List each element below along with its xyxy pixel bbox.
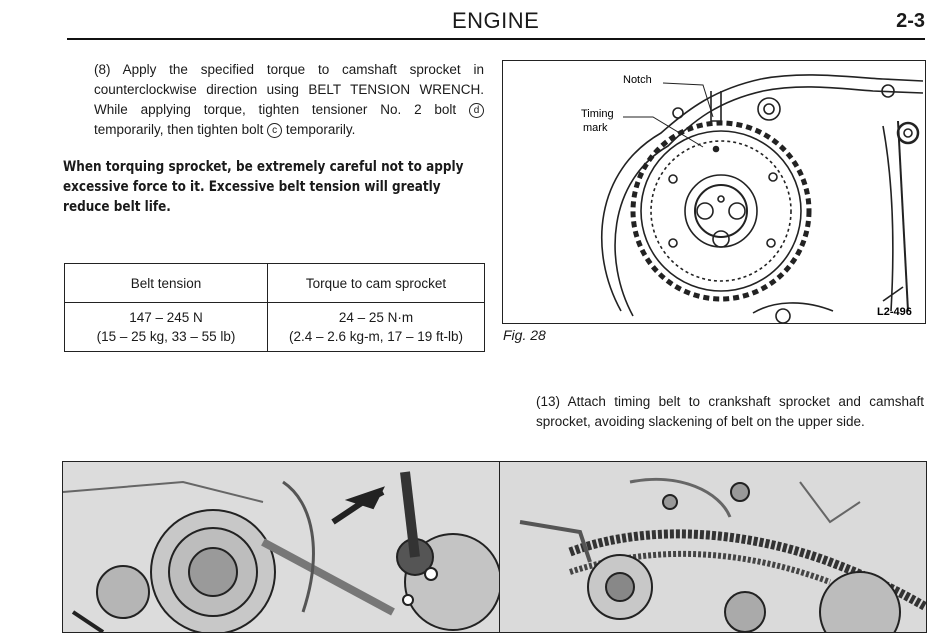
torque-imperial: (2.4 – 2.6 kg-m, 17 – 19 ft-lb)	[288, 329, 464, 344]
header-belt-tension: Belt tension	[64, 263, 268, 303]
belt-tension-imperial: (15 – 25 kg, 33 – 55 lb)	[96, 329, 236, 344]
timing-mark-label-line2: mark	[583, 122, 608, 134]
page-number: 2-3	[896, 10, 925, 32]
cell-torque: 24 – 25 N·m (2.4 – 2.6 kg-m, 17 – 19 ft-…	[267, 302, 485, 352]
step-8-text-a: (8) Apply the specified torque to camsha…	[94, 62, 484, 117]
header-rule	[67, 38, 925, 40]
photo-torque-wrench-on-sprocket	[62, 461, 514, 633]
caution-paragraph: When torquing sprocket, be extremely car…	[63, 159, 464, 215]
photo-attach-timing-belt	[499, 461, 927, 633]
spec-table: Belt tension Torque to cam sprocket 147 …	[64, 263, 485, 352]
step-13-paragraph: (13) Attach timing belt to crankshaft sp…	[536, 394, 924, 429]
spec-table-header-row: Belt tension Torque to cam sprocket	[64, 263, 485, 303]
table-row: 147 – 245 N (15 – 25 kg, 33 – 55 lb) 24 …	[64, 302, 485, 352]
belt-tension-value: 147 – 245 N	[129, 310, 203, 325]
figure-code: L2-496	[877, 306, 912, 318]
engine-photo-right	[500, 462, 926, 632]
figure-28-illustration: Notch Timing mark L2-496	[502, 60, 926, 324]
circled-letter-c: c	[267, 123, 283, 138]
step-8-text-b: temporarily, then tighten bolt	[94, 122, 268, 137]
circled-letter-d: d	[469, 103, 484, 118]
cell-belt-tension: 147 – 245 N (15 – 25 kg, 33 – 55 lb)	[64, 302, 268, 352]
timing-mark-label-line1: Timing	[581, 108, 614, 120]
torque-value: 24 – 25 N·m	[338, 310, 414, 325]
page-section-title: ENGINE	[452, 8, 540, 33]
header-torque: Torque to cam sprocket	[267, 263, 485, 303]
notch-label: Notch	[623, 74, 652, 86]
step-8-text-c: temporarily.	[282, 122, 356, 137]
engine-photo-left	[63, 462, 513, 632]
camshaft-sprocket-drawing: Notch Timing mark L2-496	[581, 74, 924, 323]
step-8-paragraph: (8) Apply the specified torque to camsha…	[94, 60, 484, 140]
figure-28-caption: Fig. 28	[503, 327, 546, 343]
